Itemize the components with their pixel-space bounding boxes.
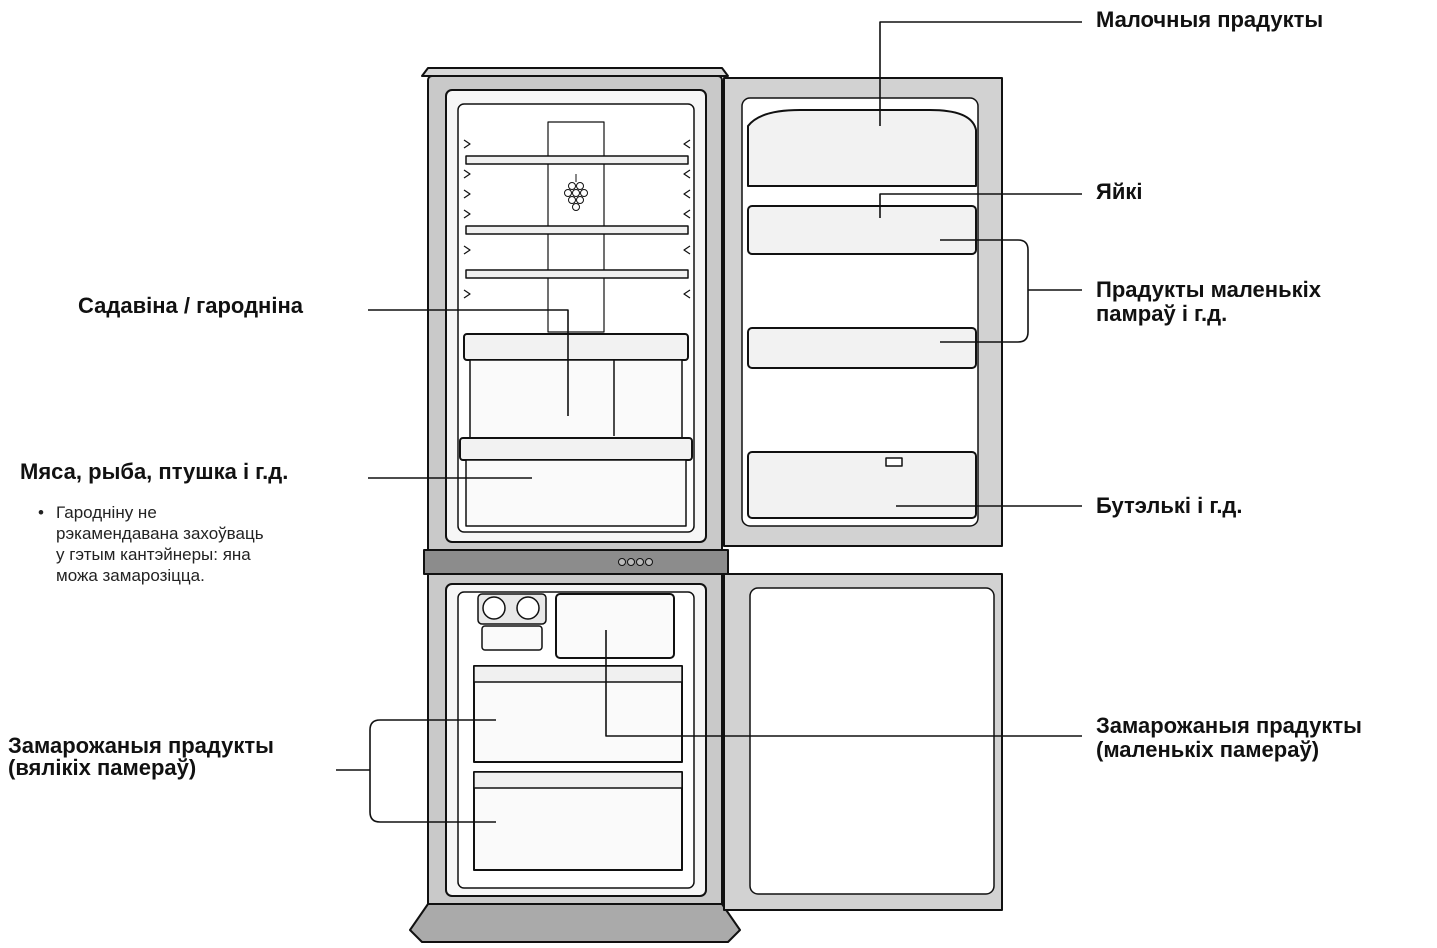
label-bottles: Бутэлькі і г.д. <box>1096 493 1243 518</box>
control-divider <box>423 549 729 575</box>
label-meat-fish: Мяса, рыба, птушка і г.д. <box>20 459 289 484</box>
freezer-tray-small <box>555 593 675 659</box>
control-buttons-icon <box>618 558 653 566</box>
note-line-3: у гэтым кантэйнеры: яна <box>56 545 251 564</box>
note-freezing-warning: • Гародніну не рэкамендавана захоўваць у… <box>38 502 264 586</box>
note-bullet: • <box>38 503 44 522</box>
door-bin-bottles <box>747 451 977 519</box>
door-bin-middle <box>747 327 977 369</box>
cabinet-top-cap <box>421 67 729 77</box>
door-bin-dairy <box>747 109 977 187</box>
shelf-3 <box>465 269 689 279</box>
label-eggs: Яйкі <box>1096 179 1143 204</box>
crisper-drawer-lid <box>463 333 689 361</box>
cabinet-base <box>409 903 741 943</box>
label-fruit-veg: Садавіна / гародніна <box>78 293 303 318</box>
note-line-2: рэкамендавана захоўваць <box>56 524 264 543</box>
shelf-2 <box>465 225 689 235</box>
shelf-1 <box>465 155 689 165</box>
door-bin-eggs <box>747 205 977 255</box>
label-dairy: Малочныя прадукты <box>1096 7 1324 32</box>
label-frozen-large-2: (вялікіх памераў) <box>8 755 197 780</box>
grapes-icon <box>564 174 588 211</box>
ice-maker-icon <box>477 593 547 651</box>
chilled-drawer-lid <box>459 437 693 461</box>
label-frozen-small-1: Замарожаныя прадукты <box>1096 713 1362 738</box>
label-small-items-2: памраў і г.д. <box>1096 301 1228 326</box>
note-line-1: Гародніну не <box>56 503 157 522</box>
label-small-items-1: Прадукты маленькіх <box>1096 277 1321 302</box>
chilled-drawer <box>465 459 687 527</box>
note-line-4: можа замарозіцца. <box>56 566 205 585</box>
label-frozen-large-1: Замарожаныя прадукты <box>8 733 274 758</box>
label-frozen-small-2: (маленькіх памераў) <box>1096 737 1320 762</box>
crisper-drawer <box>469 359 683 441</box>
